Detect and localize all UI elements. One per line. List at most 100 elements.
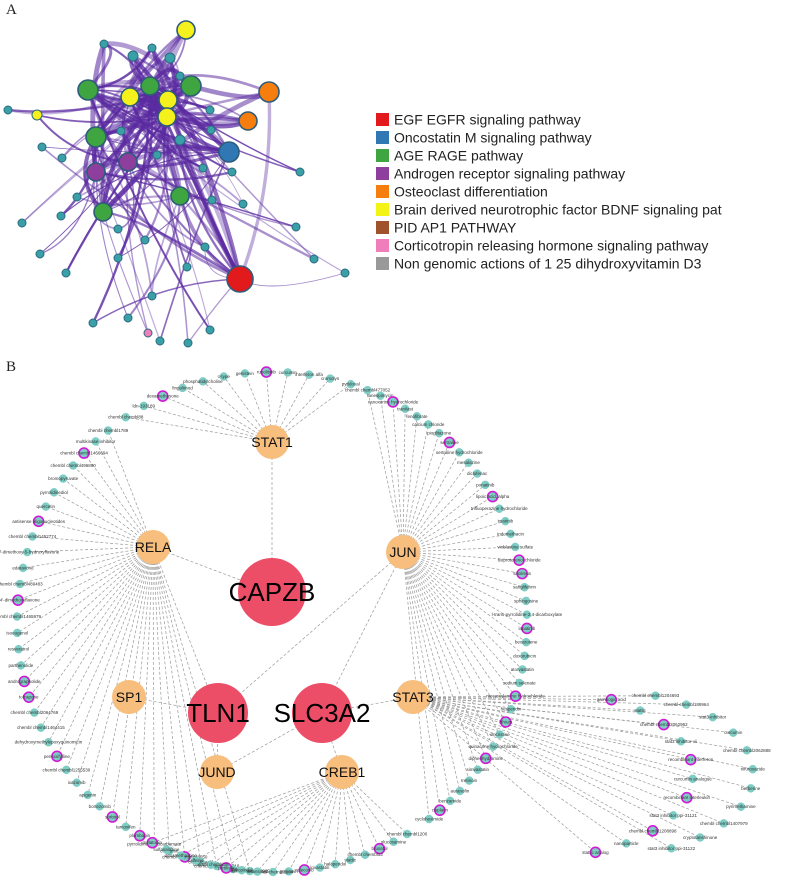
network-node xyxy=(205,325,215,335)
network-node xyxy=(140,76,160,96)
drug-node xyxy=(103,426,113,435)
network-edge xyxy=(95,171,161,342)
drug-label: chembl chembl1255530 xyxy=(42,767,90,772)
drug-label: parthenolide xyxy=(8,663,33,668)
network-node xyxy=(93,202,113,222)
drug-node xyxy=(676,737,686,746)
drug-node xyxy=(400,404,410,414)
drug-label: clofibric acid xyxy=(188,860,213,865)
network-edge xyxy=(120,130,241,280)
drug-label: resveratrol xyxy=(8,647,29,652)
drug-node xyxy=(515,678,524,688)
drug-node xyxy=(121,822,130,832)
drug-node xyxy=(728,728,738,737)
tf-node xyxy=(200,755,234,789)
drug-node xyxy=(198,377,208,386)
drug-node xyxy=(506,529,515,539)
drug-node xyxy=(389,837,398,847)
hub-target-edge xyxy=(217,551,404,714)
drug-label: pyridoxal xyxy=(342,382,360,387)
drug-label: pioglitazone xyxy=(427,431,452,436)
drug-edge xyxy=(402,408,406,553)
drug-edge xyxy=(182,387,273,443)
drug-label: vincristine xyxy=(490,732,511,737)
network-node xyxy=(205,105,215,115)
drug-edge xyxy=(22,546,154,569)
tf-label: STAT3 xyxy=(392,689,434,705)
network-node xyxy=(295,167,305,177)
drug-node xyxy=(513,554,525,566)
drug-edge xyxy=(152,546,201,863)
drug-label: lovastatin xyxy=(310,865,330,870)
network-node xyxy=(152,150,162,160)
network-node xyxy=(113,253,123,263)
drug-label: multikinase inhibitor xyxy=(76,439,116,444)
drug-edge xyxy=(48,546,154,743)
drug-edge xyxy=(412,696,691,761)
drug-label: sirolimus xyxy=(513,571,532,576)
network-node xyxy=(175,71,185,81)
drug-node xyxy=(424,420,433,429)
network-node xyxy=(180,75,202,97)
drug-edge xyxy=(402,551,494,747)
drug-edge xyxy=(45,506,154,548)
drug-edge xyxy=(288,771,343,872)
network-node xyxy=(200,242,210,252)
drug-node xyxy=(509,690,522,702)
drug-edge xyxy=(412,696,713,718)
drug-node xyxy=(472,469,482,478)
drug-node xyxy=(667,844,676,853)
drug-edge xyxy=(402,551,523,670)
network-node xyxy=(164,52,176,64)
drug-label: recombinant interleukin xyxy=(664,795,711,800)
drug-edge xyxy=(125,416,273,443)
drug-node xyxy=(36,723,46,732)
drug-edge xyxy=(17,546,154,601)
drug-node xyxy=(708,712,717,722)
drug-label: pentoxifylline xyxy=(44,754,71,759)
drug-edge xyxy=(392,401,404,553)
drug-node xyxy=(455,786,465,796)
drug-label: chembl chembl496890 xyxy=(50,463,96,468)
drug-node xyxy=(443,436,456,449)
drug-edge xyxy=(20,546,154,666)
drug-label: phosphatidylcholine xyxy=(183,379,223,384)
network-edge xyxy=(76,195,181,206)
drug-label: tretinoin xyxy=(461,778,478,783)
drug-label: chembl chembl2104 xyxy=(253,869,294,874)
drug-edge xyxy=(24,546,154,682)
drug-label: chembl chembl1407979 xyxy=(700,821,748,826)
drug-label: tamoxifen xyxy=(116,824,136,829)
network-edge xyxy=(167,99,244,205)
drug-node xyxy=(139,401,149,411)
drug-edge xyxy=(402,551,527,602)
drug-edge xyxy=(402,546,516,553)
network-node xyxy=(147,291,157,301)
drug-edge xyxy=(412,696,734,734)
network-node xyxy=(207,195,217,205)
network-edge xyxy=(149,74,270,94)
drug-label: vinblastine sulfate xyxy=(497,544,533,549)
network-edge xyxy=(65,116,168,274)
drug-node xyxy=(18,675,31,688)
drug-label: vanoxerine hydrochloride xyxy=(368,399,419,404)
drug-node xyxy=(480,480,490,490)
drug-edge xyxy=(38,520,154,548)
drug-edge xyxy=(412,696,674,816)
network-node xyxy=(218,141,240,163)
drug-node xyxy=(695,833,705,842)
drug-edge xyxy=(225,771,343,869)
drug-edge xyxy=(99,546,154,807)
drug-label: 6,4'-dimethoxyflavone xyxy=(0,598,40,603)
network-edge xyxy=(167,99,301,173)
drug-label: stattic xyxy=(344,857,357,862)
drug-node xyxy=(68,461,78,470)
drug-node xyxy=(178,383,187,393)
drug-node xyxy=(651,691,660,700)
target-label: SLC3A2 xyxy=(274,698,371,728)
drug-node xyxy=(522,610,532,619)
drug-node xyxy=(520,582,529,592)
network-edge xyxy=(150,47,243,280)
network-node xyxy=(147,43,157,53)
